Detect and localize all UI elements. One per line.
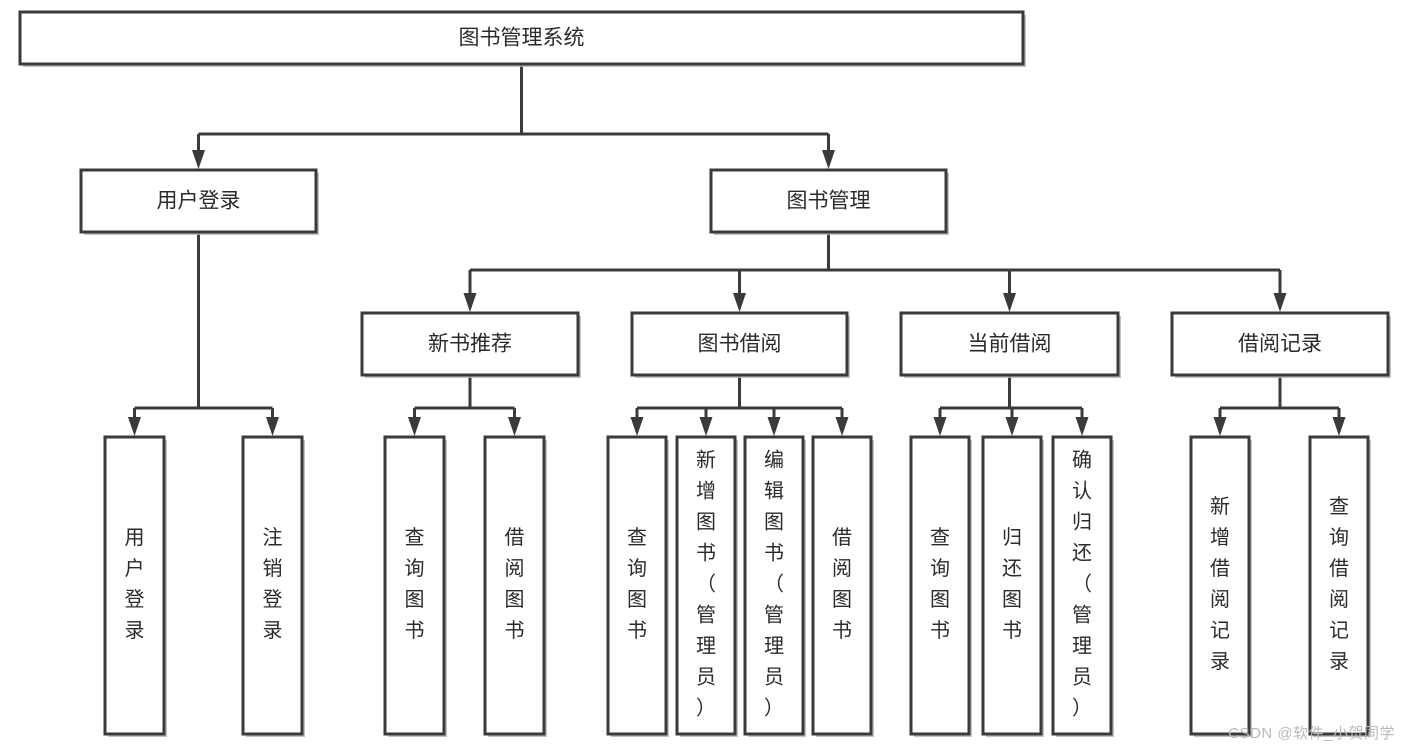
node-book-manage[interactable]: 图书管理 bbox=[709, 168, 949, 235]
node-label: 图书管理 bbox=[787, 190, 871, 213]
node-label: 当前借阅 bbox=[968, 333, 1052, 356]
node-leaf-br-add[interactable]: 新增借阅记录 bbox=[1189, 435, 1252, 737]
node-root[interactable]: 图书管理系统 bbox=[18, 10, 1026, 67]
node-label: 查询图书 bbox=[405, 526, 425, 642]
connector-layer bbox=[128, 64, 1346, 436]
node-current-borrow[interactable]: 当前借阅 bbox=[899, 311, 1121, 378]
node-new-book-rec[interactable]: 新书推荐 bbox=[360, 311, 581, 378]
node-label: 借阅图书 bbox=[505, 526, 525, 642]
node-label: 查询借阅记录 bbox=[1329, 495, 1349, 673]
node-borrow-record[interactable]: 借阅记录 bbox=[1170, 311, 1391, 378]
node-label: 确认归还（管理员） bbox=[1072, 449, 1092, 720]
connector-book-borrow bbox=[630, 375, 849, 436]
node-user-login[interactable]: 用户登录 bbox=[79, 168, 319, 235]
node-leaf-rec-query[interactable]: 查询图书 bbox=[383, 435, 447, 737]
node-leaf-bb-edit[interactable]: 编辑图书（管理员） bbox=[743, 435, 806, 737]
connector-root bbox=[192, 64, 835, 169]
node-label: 图书管理系统 bbox=[459, 27, 585, 50]
node-layer: 图书管理系统用户登录图书管理新书推荐图书借阅当前借阅借阅记录用户登录注销登录查询… bbox=[18, 10, 1391, 737]
connector-new-book-rec bbox=[408, 375, 521, 436]
watermark-label: CSDN @软件_小贺同学 bbox=[1228, 725, 1395, 742]
node-label: 新增图书（管理员） bbox=[696, 449, 716, 720]
connector-user-login bbox=[128, 232, 279, 436]
node-label: 图书借阅 bbox=[698, 333, 782, 356]
connector-borrow-record bbox=[1213, 375, 1346, 436]
node-label: 查询图书 bbox=[930, 526, 950, 642]
node-leaf-bb-add[interactable]: 新增图书（管理员） bbox=[675, 435, 738, 737]
node-leaf-bb-borrow[interactable]: 借阅图书 bbox=[811, 435, 874, 737]
connector-current-borrow bbox=[933, 375, 1089, 436]
node-leaf-br-query[interactable]: 查询借阅记录 bbox=[1308, 435, 1371, 737]
node-label: 新书推荐 bbox=[428, 333, 512, 356]
node-label: 用户登录 bbox=[157, 190, 241, 213]
connector-book-manage bbox=[463, 232, 1287, 312]
node-leaf-cb-return[interactable]: 归还图书 bbox=[981, 435, 1044, 737]
node-leaf-rec-borrow[interactable]: 借阅图书 bbox=[483, 435, 547, 737]
node-label: 编辑图书（管理员） bbox=[764, 449, 784, 720]
node-label: 用户登录 bbox=[125, 527, 145, 642]
node-label: 新增借阅记录 bbox=[1210, 495, 1230, 673]
node-leaf-cb-confirm[interactable]: 确认归还（管理员） bbox=[1051, 435, 1114, 737]
node-leaf-user-logout[interactable]: 注销登录 bbox=[241, 435, 305, 737]
node-leaf-bb-query[interactable]: 查询图书 bbox=[606, 435, 669, 737]
node-label: 注销登录 bbox=[263, 526, 283, 642]
node-book-borrow[interactable]: 图书借阅 bbox=[630, 311, 850, 378]
node-label: 归还图书 bbox=[1002, 526, 1022, 642]
node-label: 查询图书 bbox=[627, 526, 647, 642]
node-label: 借阅记录 bbox=[1238, 333, 1322, 356]
node-leaf-cb-query[interactable]: 查询图书 bbox=[909, 435, 972, 737]
node-label: 借阅图书 bbox=[832, 526, 852, 642]
node-leaf-user-login[interactable]: 用户登录 bbox=[103, 435, 167, 737]
